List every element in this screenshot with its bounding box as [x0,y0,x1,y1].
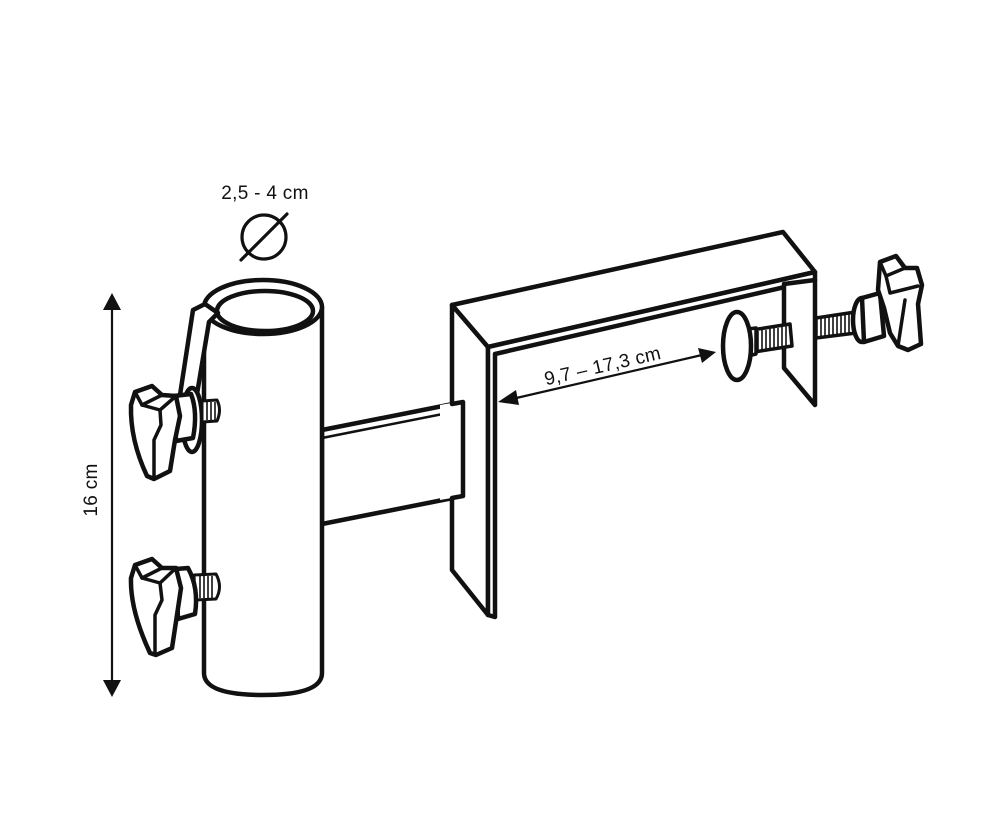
height-label: 16 cm [81,463,102,516]
star-knob-icon [128,556,184,658]
diameter-label: 2,5 - 4 cm [221,183,308,204]
arrow-right-icon [698,348,716,363]
clamp-range-label: 9,7 – 17,3 cm [542,343,663,390]
pressure-pad [720,309,754,383]
lower-clamp-knob [128,556,221,658]
pole-tube [201,277,325,698]
height-dimension: 16 cm [81,293,121,697]
arrow-up-icon [103,293,121,310]
clamp-screw [720,253,925,383]
star-knob-icon [128,383,183,482]
diameter-symbol-icon [239,212,289,262]
arrow-left-icon [498,390,519,405]
clamp-range-dimension: 9,7 – 17,3 cm [498,343,716,405]
upper-clamp-knob [128,301,221,482]
diameter-dimension: 2,5 - 4 cm [221,183,308,262]
star-knob-icon [875,253,925,353]
arrow-down-icon [103,680,121,697]
u-bracket [440,229,818,620]
